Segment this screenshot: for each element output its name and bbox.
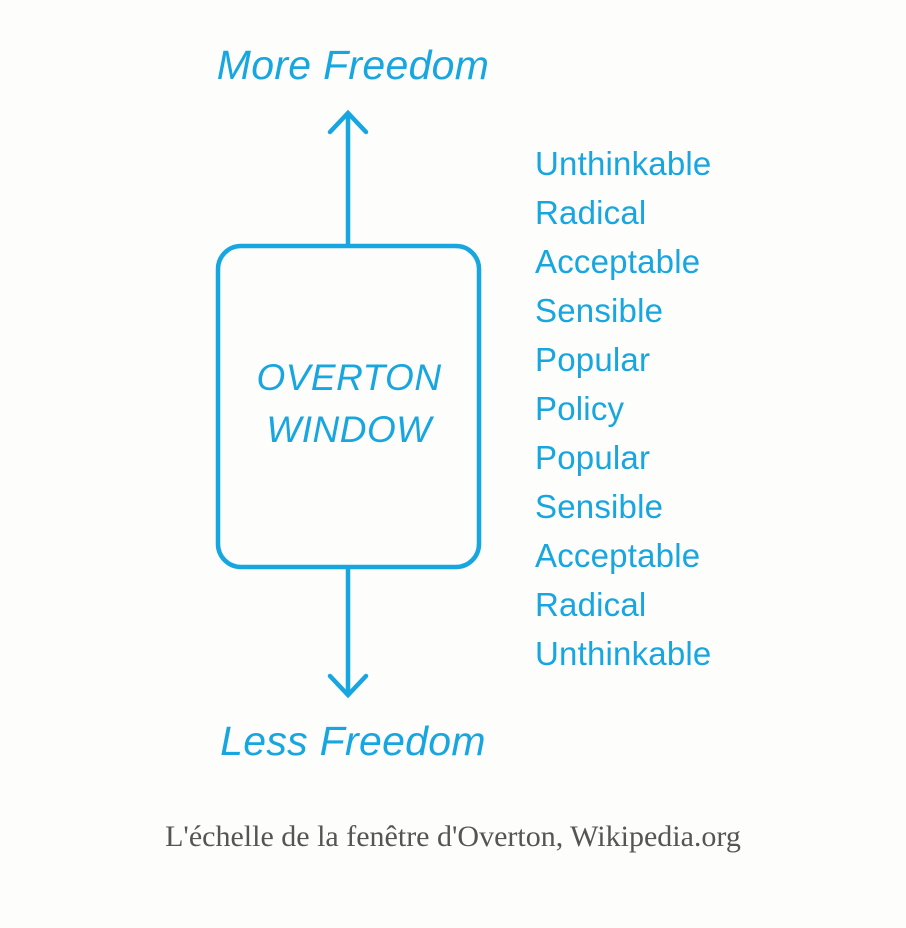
- source-caption: L'échelle de la fenêtre d'Overton, Wikip…: [165, 820, 741, 853]
- arrow-down-icon: [327, 673, 369, 699]
- scale-item: Unthinkable: [535, 635, 712, 672]
- scale-item: Unthinkable: [535, 145, 712, 182]
- scale-item: Popular: [535, 341, 651, 378]
- scale-item: Acceptable: [535, 537, 701, 574]
- scale-item: Radical: [535, 586, 647, 623]
- scale-item: Policy: [535, 390, 625, 427]
- scale-item: Radical: [535, 194, 647, 231]
- arrow-up-icon: [327, 109, 369, 135]
- overton-scale-list: Unthinkable Radical Acceptable Sensible …: [535, 139, 875, 678]
- scale-item: Acceptable: [535, 243, 701, 280]
- overton-window-box-label: OVERTON WINDOW: [256, 357, 442, 450]
- more-freedom-label: More Freedom: [216, 42, 490, 88]
- less-freedom-label: Less Freedom: [220, 718, 486, 764]
- scale-item: Popular: [535, 439, 651, 476]
- scale-item: Sensible: [535, 292, 664, 329]
- overton-window-box: [215, 243, 482, 570]
- scale-item: Sensible: [535, 488, 664, 525]
